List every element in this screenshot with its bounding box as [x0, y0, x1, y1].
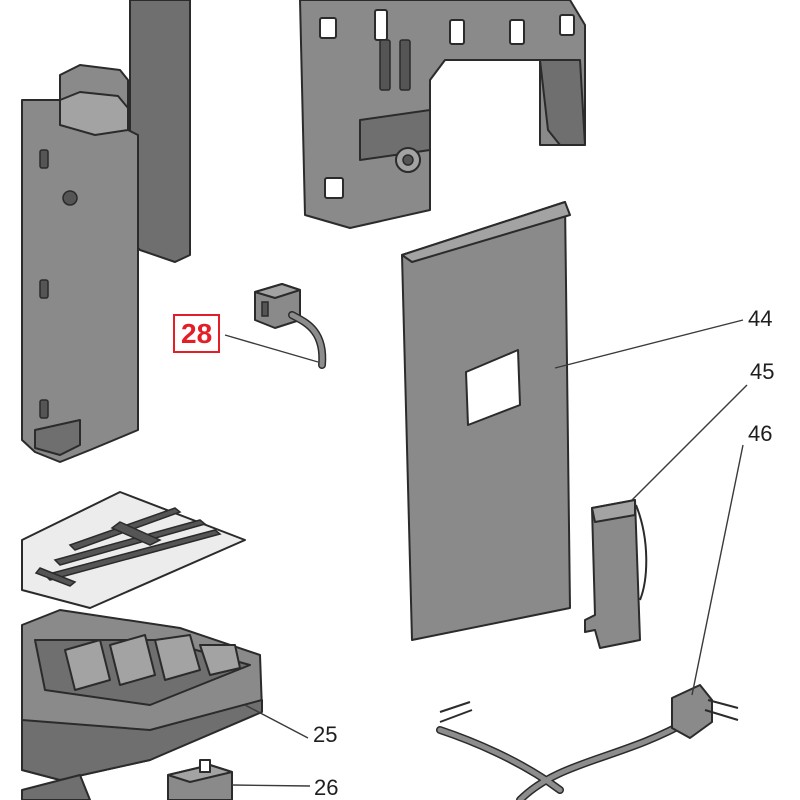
drip-tray-grid — [21, 491, 246, 609]
leader-44 — [554, 319, 744, 369]
callout-44: 44 — [748, 306, 773, 331]
callout-25: 25 — [313, 722, 338, 747]
base-plate — [21, 774, 91, 800]
side-housing-panel — [21, 0, 191, 463]
leader-28 — [224, 334, 319, 363]
bracket-part-45 — [584, 499, 648, 649]
leader-46 — [691, 444, 744, 696]
callout-26: 26 — [314, 775, 339, 800]
leader-26 — [231, 784, 311, 787]
rear-frame — [299, 0, 586, 229]
leader-25 — [244, 704, 309, 739]
callout-28: 28 — [173, 314, 221, 353]
connector-part-28 — [254, 283, 327, 369]
block-part-26 — [167, 759, 233, 800]
power-cord-part-46 — [436, 684, 739, 800]
leader-lines — [224, 319, 748, 787]
callout-45: 45 — [750, 359, 775, 384]
grounds-tray-part-25 — [21, 609, 263, 781]
cover-panel-part-44 — [401, 201, 571, 641]
leader-45 — [631, 384, 748, 501]
callout-46: 46 — [748, 421, 773, 446]
